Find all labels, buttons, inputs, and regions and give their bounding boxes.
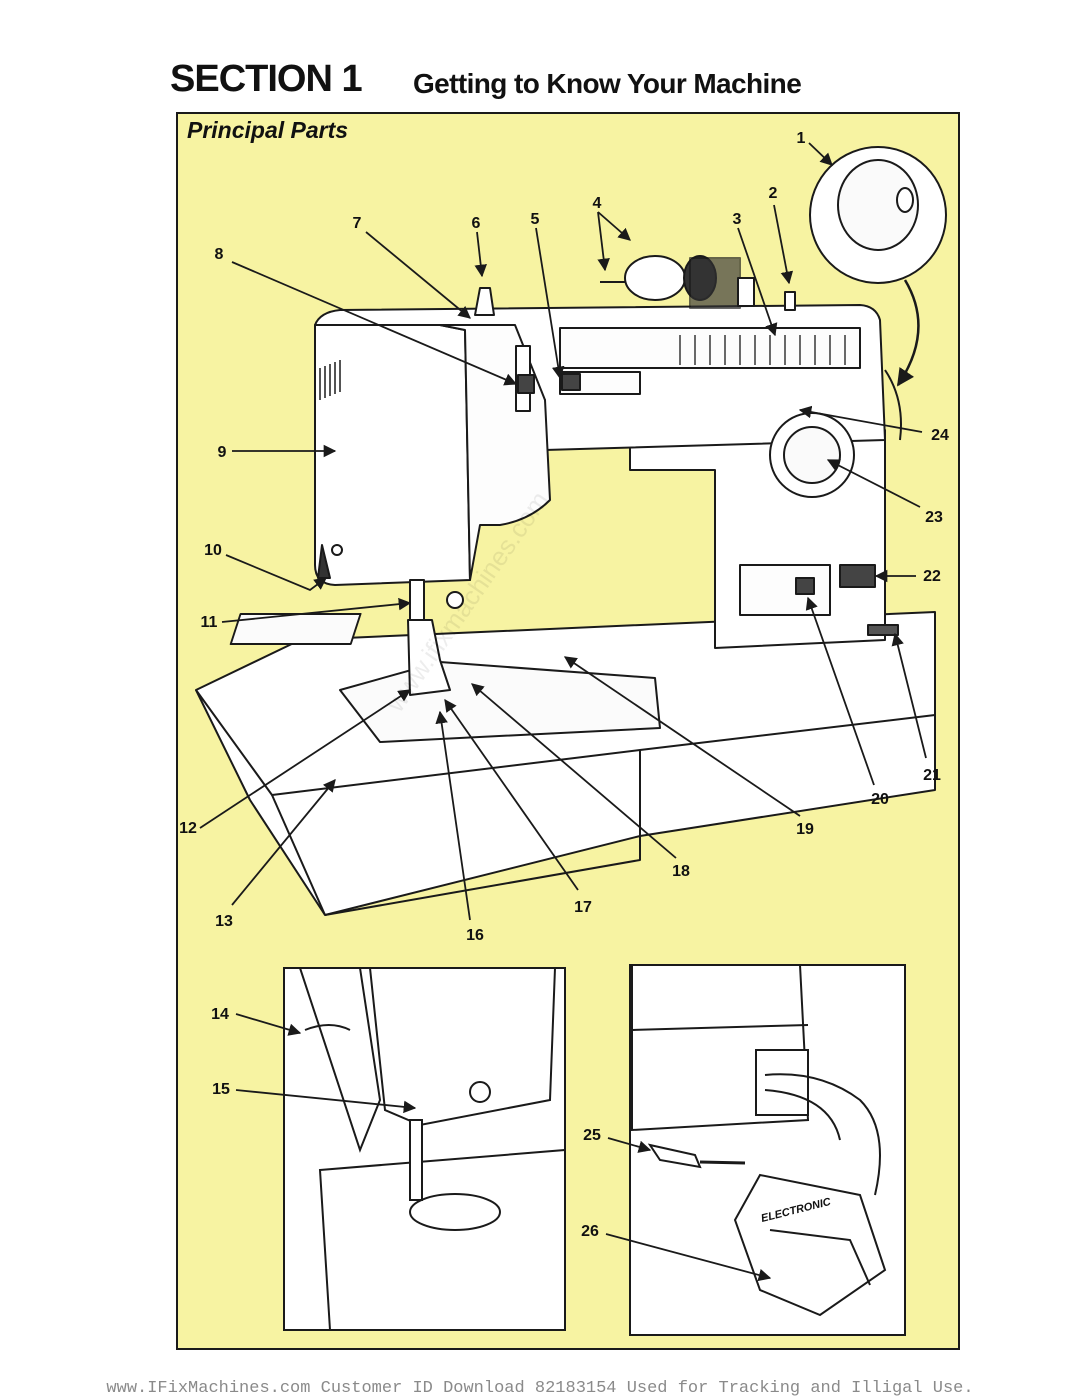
thread-take-up [474, 287, 495, 316]
callout-23: 23 [925, 509, 943, 526]
vent-slots [319, 360, 341, 400]
section-title: Getting to Know Your Machine [413, 68, 802, 99]
machine-illustration [195, 255, 936, 916]
callout-26: 26 [581, 1223, 599, 1240]
width-control-panel [739, 564, 831, 616]
presser-foot [407, 619, 451, 696]
callout-5: 5 [531, 211, 540, 228]
panel-title: Principal Parts [187, 117, 349, 143]
foot-pedal [733, 1173, 887, 1317]
pattern-marks [679, 335, 846, 365]
callout-7: 7 [353, 215, 362, 232]
callout-11: 11 [201, 614, 218, 631]
callout-22: 22 [923, 568, 941, 585]
callout-6: 6 [472, 215, 481, 232]
spool [624, 255, 686, 301]
callout-9: 9 [218, 444, 227, 461]
power-switch [867, 624, 899, 636]
callout-21: 21 [923, 767, 941, 784]
callout-20: 20 [871, 791, 889, 808]
callout-4: 4 [593, 195, 602, 212]
callout-2: 2 [769, 185, 778, 202]
callout-25: 25 [583, 1127, 601, 1144]
callout-1: 1 [797, 130, 806, 147]
callout-14: 14 [211, 1006, 229, 1023]
callout-numbers: 1 2 3 4 5 6 7 8 9 10 11 12 13 14 15 16 1… [179, 130, 949, 1240]
callout-13: 13 [215, 913, 233, 930]
callout-3: 3 [733, 211, 742, 228]
spool-cap-inset [809, 146, 947, 284]
footer-tracking-text: www.IFixMachines.com Customer ID Downloa… [106, 1379, 974, 1398]
callout-17: 17 [574, 899, 592, 916]
callout-8: 8 [215, 246, 224, 263]
inset-1-arrow [896, 279, 920, 387]
callout-16: 16 [466, 927, 484, 944]
callout-10: 10 [204, 542, 222, 559]
callout-18: 18 [672, 863, 690, 880]
lower-right-inset: ELECTRONIC [629, 964, 906, 1336]
callout-24: 24 [931, 427, 949, 444]
callout-12: 12 [179, 820, 197, 837]
callout-19: 19 [796, 821, 814, 838]
section-heading: SECTION 1 [170, 58, 363, 100]
lower-left-inset [283, 967, 566, 1331]
leader-lines [199, 142, 927, 1282]
callout-15: 15 [212, 1081, 230, 1098]
needle-bar [409, 579, 425, 621]
